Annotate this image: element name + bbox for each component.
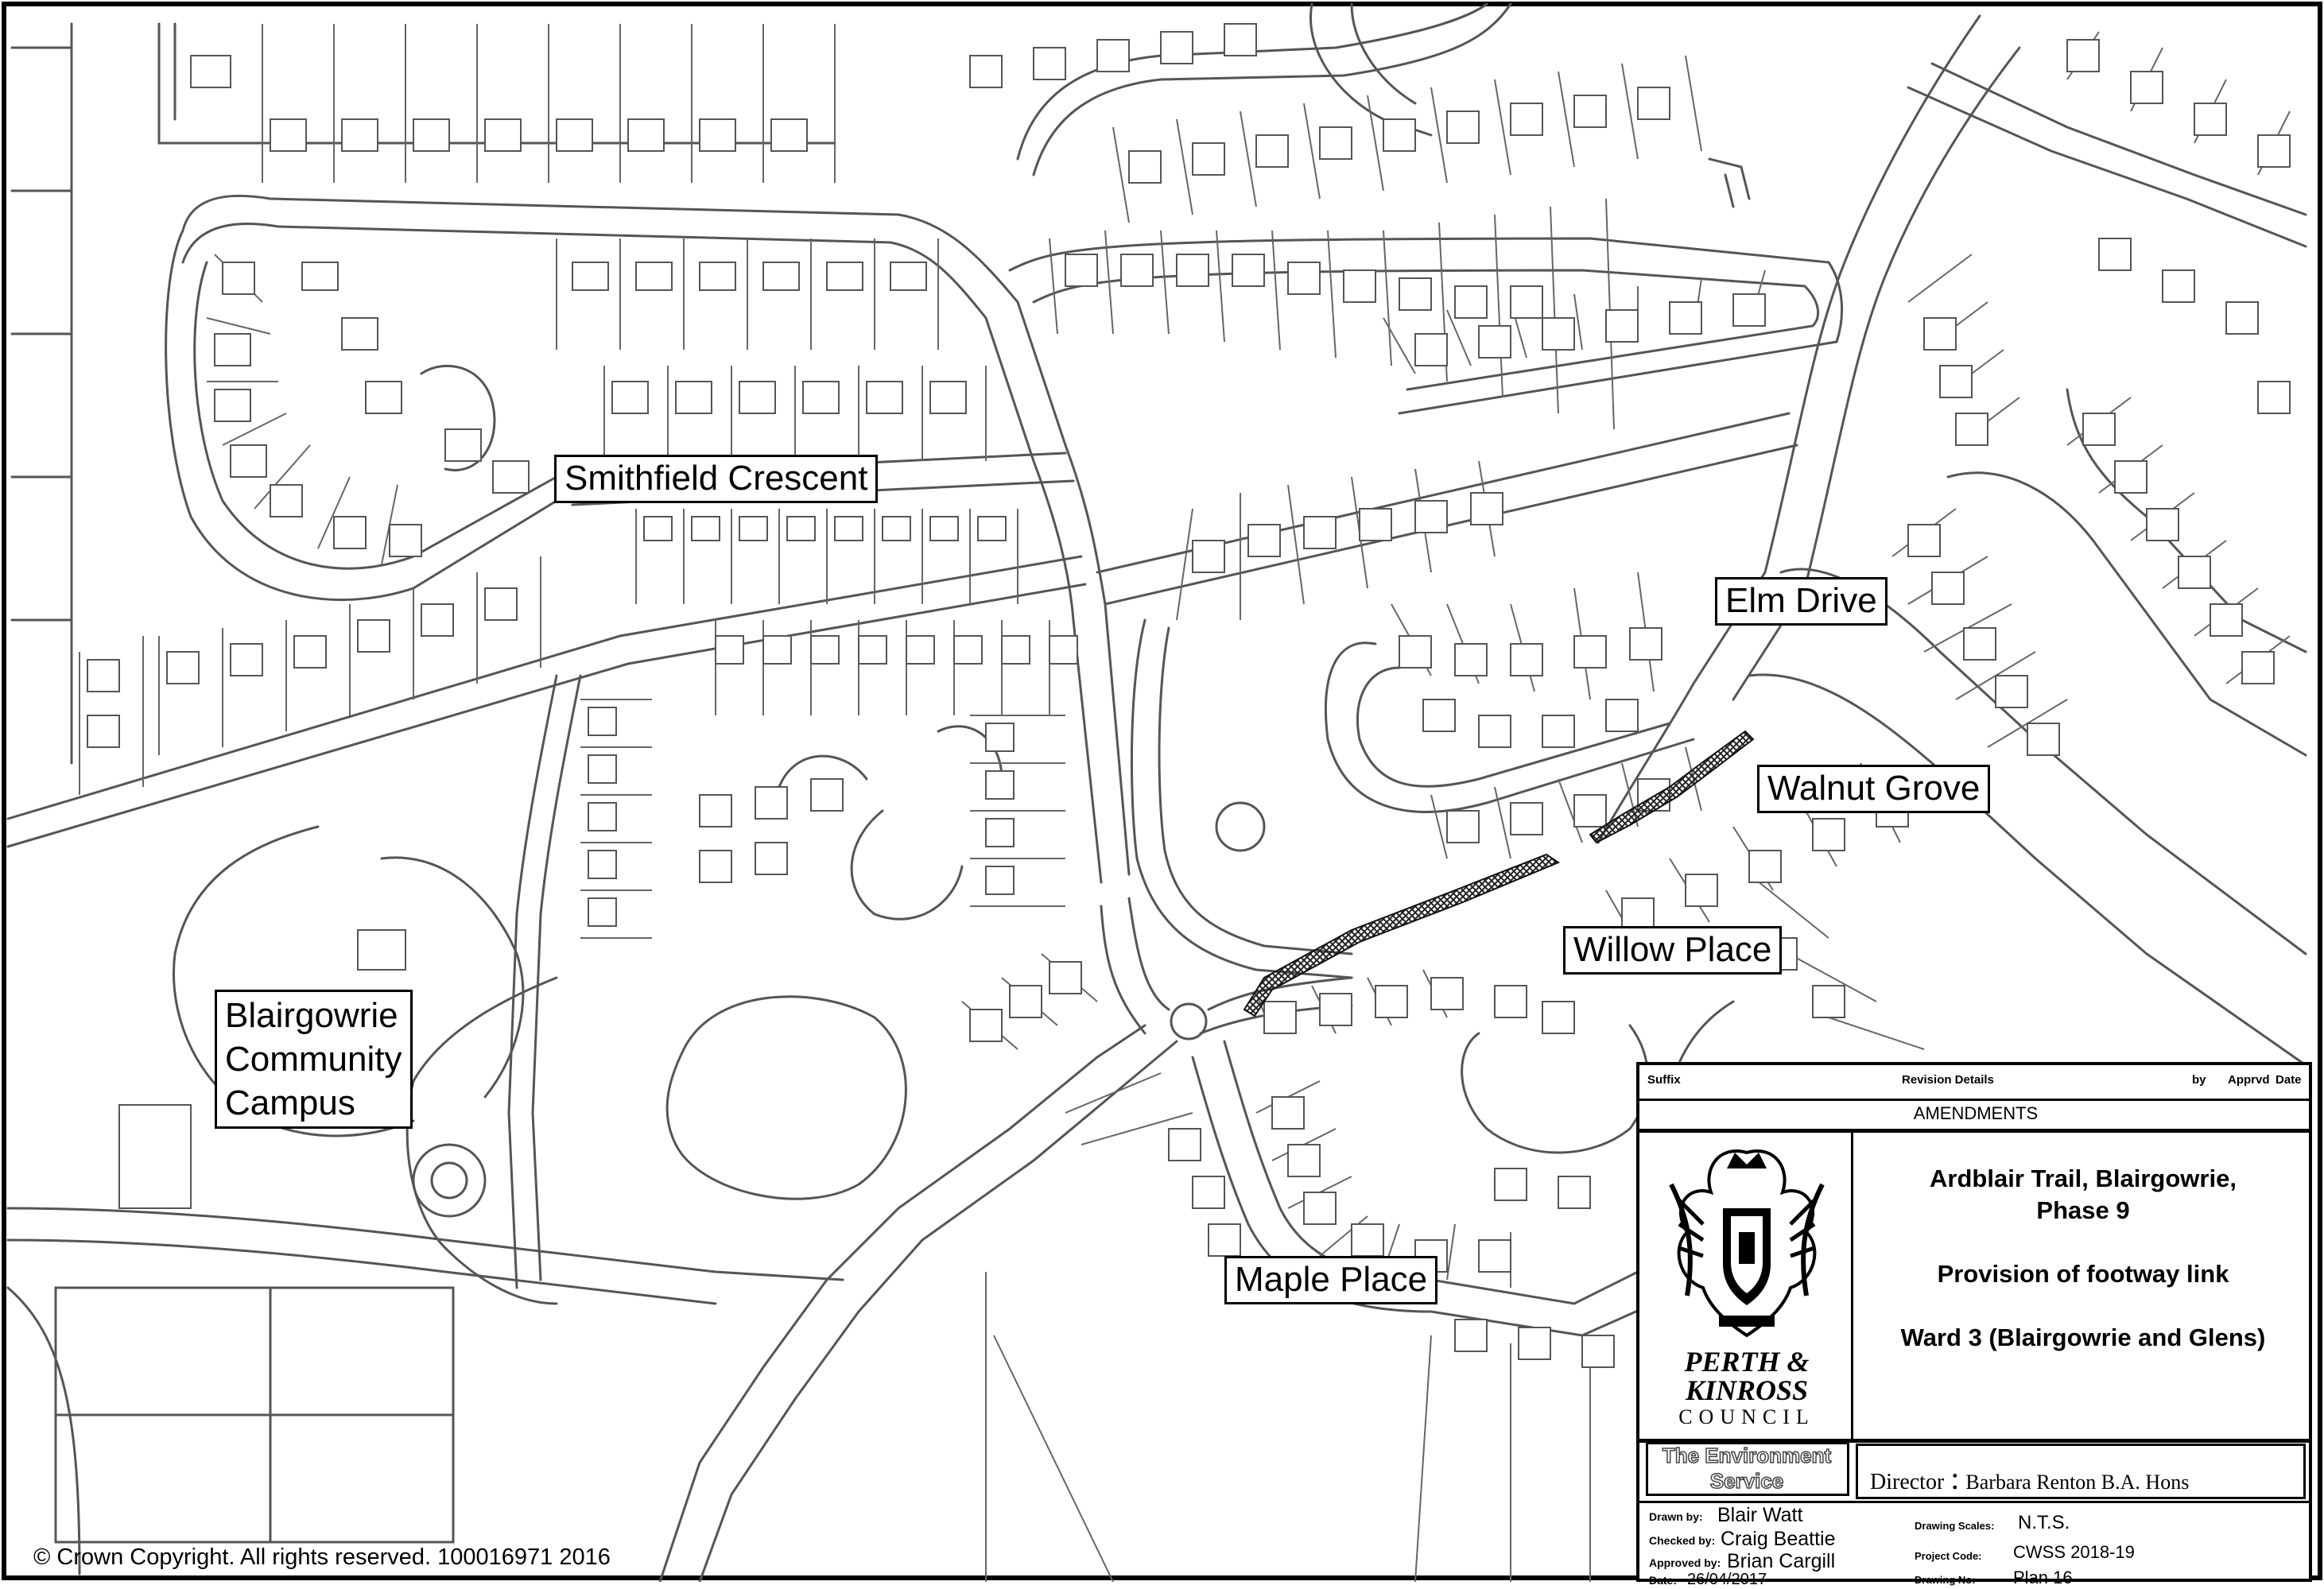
amend-date-header: Date (2276, 1073, 2302, 1087)
campus-label-line3: Campus (225, 1083, 355, 1122)
checked-by-value: Craig Beattie (1721, 1528, 1836, 1550)
drawing-scales-label: Drawing Scales: (1915, 1520, 1995, 1532)
label-elm-drive: Elm Drive (1715, 577, 1888, 626)
divider (1639, 1501, 2312, 1503)
project-line1: Ardblair Trail, Blairgowrie, (1930, 1165, 2237, 1192)
label-walnut-grove: Walnut Grove (1757, 765, 1991, 813)
project-line4: Ward 3 (Blairgowrie and Glens) (1900, 1324, 2266, 1351)
divider (1639, 1129, 2312, 1133)
proposed-footway-link (1243, 730, 1755, 1017)
director-colon: : (1950, 1460, 1960, 1496)
drawn-by-value: Blair Watt (1717, 1504, 1803, 1526)
logo-text-line2: KINROSS (1685, 1374, 1809, 1406)
approved-by-label: Approved by: (1649, 1556, 1721, 1569)
director-name: Barbara Renton B.A. Hons (1965, 1471, 2190, 1494)
label-maple-place: Maple Place (1224, 1256, 1438, 1304)
label-blairgowrie-community-campus: Blairgowrie Community Campus (215, 990, 413, 1129)
checked-by-label: Checked by: (1649, 1534, 1716, 1547)
director-label: Director:Barbara Renton B.A. Hons (1870, 1459, 2189, 1497)
copyright-notice: © Crown Copyright. All rights reserved. … (33, 1544, 611, 1570)
logo-text-line1: PERTH & (1684, 1346, 1810, 1378)
project-line3: Provision of footway link (1937, 1260, 2229, 1288)
title-block: Suffix Revision Details by Apprvd Date A… (1636, 1062, 2312, 1588)
divider (1639, 1439, 2312, 1443)
service-box (1646, 1442, 1849, 1496)
service-line1: The Environment (1662, 1443, 1832, 1468)
road-network (6, 2, 2307, 1582)
project-code-label: Project Code: (1915, 1550, 1982, 1562)
director-label-text: Director (1870, 1470, 1945, 1494)
project-code-value: CWSS 2018-19 (2013, 1542, 2135, 1562)
campus-label-line2: Community (225, 1040, 402, 1079)
building-footprints (87, 23, 2291, 1368)
approved-by-value: Brian Cargill (1727, 1550, 1836, 1572)
divider (1851, 1130, 1853, 1439)
drawn-by-label: Drawn by: (1649, 1510, 1703, 1523)
crest-icon (1669, 1149, 1825, 1338)
project-title: Ardblair Trail, Blairgowrie, Phase 9 Pro… (1854, 1165, 2312, 1435)
logo-text-line3: COUNCIL (1678, 1405, 1815, 1428)
drawing-no-label: Drawing No: (1915, 1574, 1976, 1586)
date-value: 26/04/2017 (1687, 1571, 1767, 1588)
service-line2: Service (1709, 1468, 1784, 1494)
date-label: Date: (1649, 1574, 1678, 1587)
project-line2: Phase 9 (2036, 1196, 2130, 1224)
label-smithfield-crescent: Smithfield Crescent (554, 455, 879, 503)
amendments-label: AMENDMENTS (1913, 1103, 2039, 1123)
council-logo: PERTH & KINROSS COUNCIL (1655, 1137, 1838, 1432)
drawing-no-value: Plan 16 (2013, 1568, 2073, 1587)
divider (1639, 1099, 2312, 1101)
director-box (1856, 1444, 2306, 1499)
amend-by-header: by (2192, 1073, 2206, 1087)
campus-label-line1: Blairgowrie (225, 996, 398, 1035)
label-willow-place: Willow Place (1563, 926, 1783, 975)
amend-suffix-header: Suffix (1647, 1073, 1681, 1087)
amend-revision-header: Revision Details (1902, 1073, 1994, 1087)
drawing-scales-value: N.T.S. (2018, 1512, 2070, 1533)
amend-apprvd-header: Apprvd (2228, 1073, 2270, 1087)
